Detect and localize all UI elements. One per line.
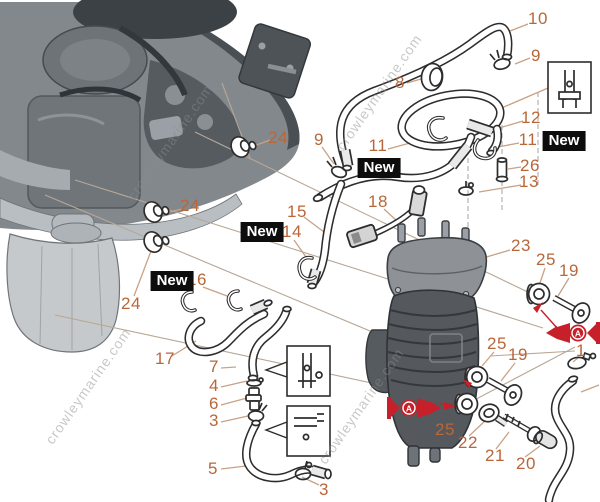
callout-22: 22	[458, 433, 478, 452]
callout-23: 23	[511, 236, 531, 255]
callout-19b: 19	[508, 345, 528, 364]
clip-inside-loop	[426, 115, 448, 142]
clamp-9-top	[489, 49, 511, 71]
callout-26: 26	[520, 156, 540, 175]
callout-15: 15	[287, 202, 307, 221]
callout-17: 17	[155, 349, 175, 368]
grommet-24-2	[143, 200, 170, 224]
screw-19-a	[552, 295, 591, 324]
callout-6: 6	[209, 394, 219, 413]
a-marker-1: A	[540, 309, 600, 344]
callout-14: 14	[282, 222, 302, 241]
hose-17	[184, 298, 273, 357]
engine-assembly	[0, 0, 312, 353]
callout-24b: 24	[180, 196, 200, 215]
callout-25b: 25	[487, 334, 507, 353]
callout-4: 4	[209, 376, 219, 395]
callout-12: 12	[521, 108, 541, 127]
new-badge-3: New	[150, 271, 194, 291]
grommet-24-3	[143, 230, 170, 254]
clip-11-right	[472, 138, 497, 161]
a-marker-2: A	[387, 397, 449, 419]
callout-5: 5	[208, 459, 218, 478]
inset-box-connector-mid2	[264, 405, 331, 457]
hose-10	[336, 22, 513, 172]
hose-12	[312, 132, 476, 203]
callout-25a: 25	[536, 250, 556, 269]
callout-9a: 9	[531, 46, 541, 65]
new-badge-1: New	[357, 158, 401, 178]
callout-21: 21	[485, 446, 505, 465]
a-marker-2-label: A	[406, 404, 412, 414]
callout-11a: 11	[518, 130, 538, 149]
callout-1: 1	[576, 341, 586, 360]
fitting-26	[495, 157, 509, 183]
callout-3a: 3	[209, 411, 219, 430]
new-badge-4: New	[542, 131, 586, 151]
callout-10: 10	[528, 9, 548, 28]
clips-16	[180, 289, 243, 313]
fuel-filter-assembly-23	[365, 217, 488, 467]
callout-13: 13	[519, 172, 539, 191]
callout-25c: 25	[435, 420, 455, 439]
grommet-25-b2	[454, 392, 479, 416]
grommet-25-a	[526, 282, 551, 306]
clamp-1	[567, 352, 597, 370]
callout-9b: 9	[314, 130, 324, 149]
hose-15	[306, 179, 346, 290]
callout-8: 8	[395, 73, 405, 92]
grommet-24-1	[230, 135, 257, 159]
clamp-9-left	[326, 156, 348, 179]
inset-box-connector-mid1	[263, 345, 331, 397]
red-pointer-arrows	[444, 302, 543, 410]
hose-5	[242, 419, 332, 483]
callout-3b: 3	[319, 480, 329, 499]
new-badge-2: New	[240, 222, 284, 242]
clamp-13	[458, 181, 475, 196]
fuel-line-18	[346, 185, 428, 249]
callout-11b: 11	[368, 136, 388, 155]
callout-18: 18	[368, 192, 388, 211]
cap-20	[532, 429, 558, 450]
callout-20: 20	[516, 454, 536, 473]
callout-19a: 19	[559, 261, 579, 280]
fitting-6	[245, 387, 262, 411]
clamp-4	[246, 377, 264, 387]
callout-7: 7	[209, 357, 219, 376]
screw-19-b	[486, 377, 523, 406]
callout-24a: 24	[268, 128, 288, 147]
clip-14	[297, 255, 317, 281]
inset-box-connector-top	[547, 61, 592, 114]
grommet-8	[420, 62, 444, 92]
bushing-22	[478, 403, 508, 427]
hose-2	[544, 375, 579, 502]
callout-24c: 24	[121, 294, 141, 313]
hose-11-loop	[397, 89, 505, 157]
a-marker-1-label: A	[575, 329, 581, 339]
clamp-3-lower	[294, 460, 313, 481]
